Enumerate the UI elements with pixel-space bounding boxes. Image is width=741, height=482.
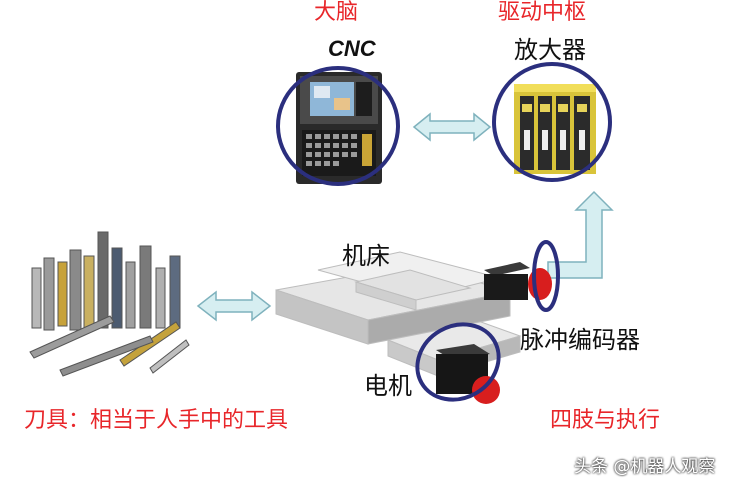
cnc-label: CNC (328, 36, 376, 61)
machine-tool-label: 机床 (342, 242, 390, 270)
tool-caption: 刀具：相当于人手中的工具 (24, 408, 289, 433)
cutting-tools-image (24, 226, 190, 377)
encoder-motor-block (484, 262, 552, 300)
encoder-highlight-circle (532, 240, 560, 312)
limbs-caption: 四肢与执行 (550, 408, 661, 433)
watermark: 头条 @机器人观察 (574, 457, 716, 477)
pulse-encoder-label: 脉冲编码器 (520, 326, 640, 354)
motor-label: 电机 (364, 372, 412, 400)
motor-block (436, 344, 500, 404)
tool-machine-double-arrow (196, 290, 272, 322)
drive-hub-title: 驱动中枢 (498, 0, 587, 25)
cnc-amplifier-double-arrow (412, 112, 492, 142)
cnc-highlight-circle (276, 66, 400, 186)
amplifier-highlight-circle (492, 62, 612, 182)
amplifier-image (514, 84, 596, 174)
cnc-controller-image (296, 72, 382, 184)
amplifier-label: 放大器 (514, 36, 586, 64)
brain-title: 大脑 (314, 0, 359, 25)
encoder-feedback-arrow (547, 190, 614, 279)
motor-highlight-circle (415, 322, 501, 402)
